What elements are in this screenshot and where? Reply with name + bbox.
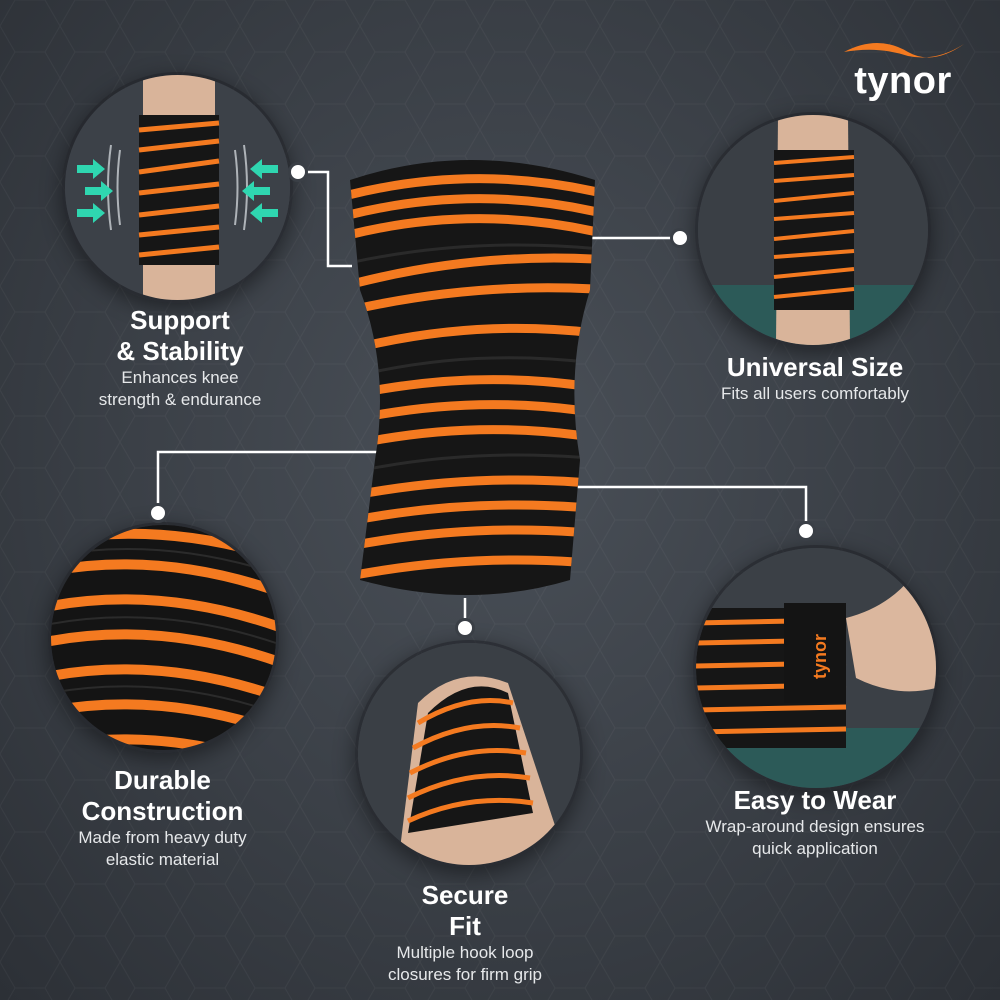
feature-description: Enhances knee [121,368,239,387]
secure-fit-image [355,640,583,868]
connector-dot-icon [670,228,690,248]
feature-title: Fit [449,911,481,941]
feature-description: elastic material [105,850,220,869]
knee-wrap-product [350,160,595,595]
feature-title: Secure [421,880,509,910]
feature-easy-to-wear: Easy to Wear Wrap-around design ensures … [680,785,950,860]
brand-name: tynor [854,60,952,102]
connector-dot-icon [288,162,308,182]
feature-title: Universal Size [726,352,904,382]
easy-to-wear-image: tynor [693,545,939,791]
feature-title: & Stability [116,336,244,366]
feature-title: Easy to Wear [733,785,897,815]
feature-title: Support [130,305,230,335]
universal-size-image [695,112,931,348]
feature-support-stability: Support & Stability Enhances knee streng… [40,305,320,411]
strap-logo: tynor [810,634,830,679]
feature-description: Wrap-around design ensures [705,817,925,836]
feature-title: Durable [114,765,211,795]
connector-dot-icon [796,521,816,541]
durable-construction-image [48,522,279,753]
logo-swoosh-icon [844,43,964,58]
compression-arrows-icon [77,159,278,223]
feature-description: strength & endurance [98,390,262,409]
feature-description: closures for firm grip [388,965,542,984]
feature-durable-construction: Durable Construction Made from heavy dut… [30,765,295,871]
feature-description: quick application [752,839,878,858]
feature-universal-size: Universal Size Fits all users comfortabl… [680,352,950,405]
feature-description: Fits all users comfortably [721,384,909,403]
brand-logo: tynor [838,38,968,108]
feature-description: Made from heavy duty [78,828,247,847]
feature-title: Construction [81,796,244,826]
feature-secure-fit: Secure Fit Multiple hook loop closures f… [345,880,585,986]
connector-dot-icon [455,618,475,638]
feature-description: Multiple hook loop [396,943,534,962]
support-stability-image [62,72,293,303]
connector-dot-icon [148,503,168,523]
